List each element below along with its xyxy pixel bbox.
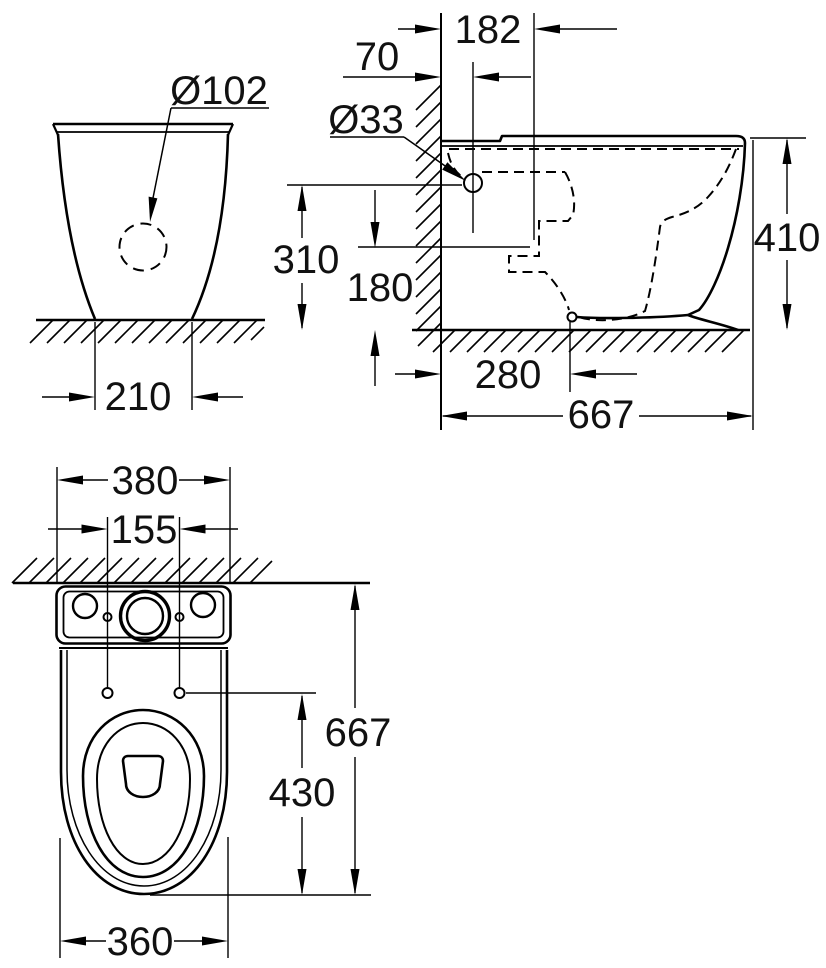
- front-dim-210: [42, 322, 243, 410]
- front-ground-hatch: [29, 319, 265, 344]
- side-hidden-lines: [447, 148, 739, 322]
- side-dim-667: [441, 411, 753, 421]
- dim-label-plan-holes-to-front: 430: [269, 771, 336, 815]
- plan-extension-lines: [56, 467, 371, 958]
- plan-dim-380: [57, 475, 230, 485]
- plan-trap-hole: [121, 754, 165, 799]
- dim-arrowhead: [192, 392, 218, 402]
- dim-label-side-outlet-offset: 280: [475, 353, 542, 397]
- plan-cistern-left-hole: [71, 592, 99, 620]
- leader-arrowhead: [442, 162, 466, 181]
- side-extension-lines: [287, 13, 806, 430]
- side-dim-280: [395, 369, 637, 379]
- dim-label-side-inlet-height: 310: [273, 238, 340, 282]
- plan-bowl-outline: [59, 650, 229, 896]
- plan-dim-667: [350, 584, 360, 895]
- dim-label-plan-cistern-width: 380: [112, 459, 179, 503]
- plan-cistern-right-hole: [189, 591, 217, 619]
- dim-label-front-base-width: 210: [105, 375, 172, 419]
- front-view: [29, 107, 269, 410]
- plan-dim-430: [297, 694, 307, 895]
- side-inlet-leader: [330, 136, 466, 181]
- dim-label-side-total-depth: 667: [568, 393, 635, 437]
- side-dim-70: [343, 72, 531, 82]
- plan-seat-hole-left: [101, 687, 114, 699]
- dim-label-plan-bowl-width: 360: [107, 920, 174, 964]
- front-outlet-circle-dashed: [118, 222, 168, 272]
- side-dim-182: [398, 24, 617, 34]
- side-toilet-outline: [441, 134, 747, 332]
- front-outlet-leader: [148, 107, 269, 222]
- front-toilet-outline: [51, 122, 235, 320]
- dimension-labels: Ø102 210 182 70 Ø33 310 180 410 280 667 …: [105, 8, 821, 964]
- plan-flush-button-inner: [125, 596, 165, 636]
- plan-seat-hole-right: [173, 687, 186, 699]
- dim-label-plan-holes-spacing: 155: [111, 508, 178, 552]
- side-wall-hatch: [415, 84, 442, 347]
- side-view: [287, 13, 806, 430]
- plan-seat-rings: [81, 708, 206, 879]
- side-dim-180: [370, 190, 380, 386]
- side-base-fixing-point: [566, 311, 578, 323]
- leader-arrowhead: [148, 196, 158, 222]
- dim-label-front-outlet-diameter: Ø102: [170, 69, 268, 113]
- plan-view: [11, 467, 371, 958]
- plan-wall-hatch: [11, 557, 273, 584]
- dim-label-side-inlet-offset: 70: [355, 35, 400, 79]
- dim-label-side-total-height: 410: [754, 216, 821, 260]
- plan-dim-155: [48, 524, 238, 534]
- plan-flush-button-outer: [118, 589, 172, 643]
- plan-cistern: [55, 585, 232, 649]
- side-dim-310: [297, 185, 307, 330]
- dim-label-plan-total-depth: 667: [325, 711, 392, 755]
- dim-label-side-inlet-diameter: Ø33: [328, 98, 404, 142]
- dim-arrowhead: [69, 392, 95, 402]
- dim-label-side-rim-depth: 182: [455, 8, 522, 52]
- side-dim-410: [782, 138, 792, 330]
- plan-dim-360: [60, 936, 228, 946]
- dim-label-side-outlet-height: 180: [347, 266, 414, 310]
- side-ground-hatch: [432, 329, 745, 353]
